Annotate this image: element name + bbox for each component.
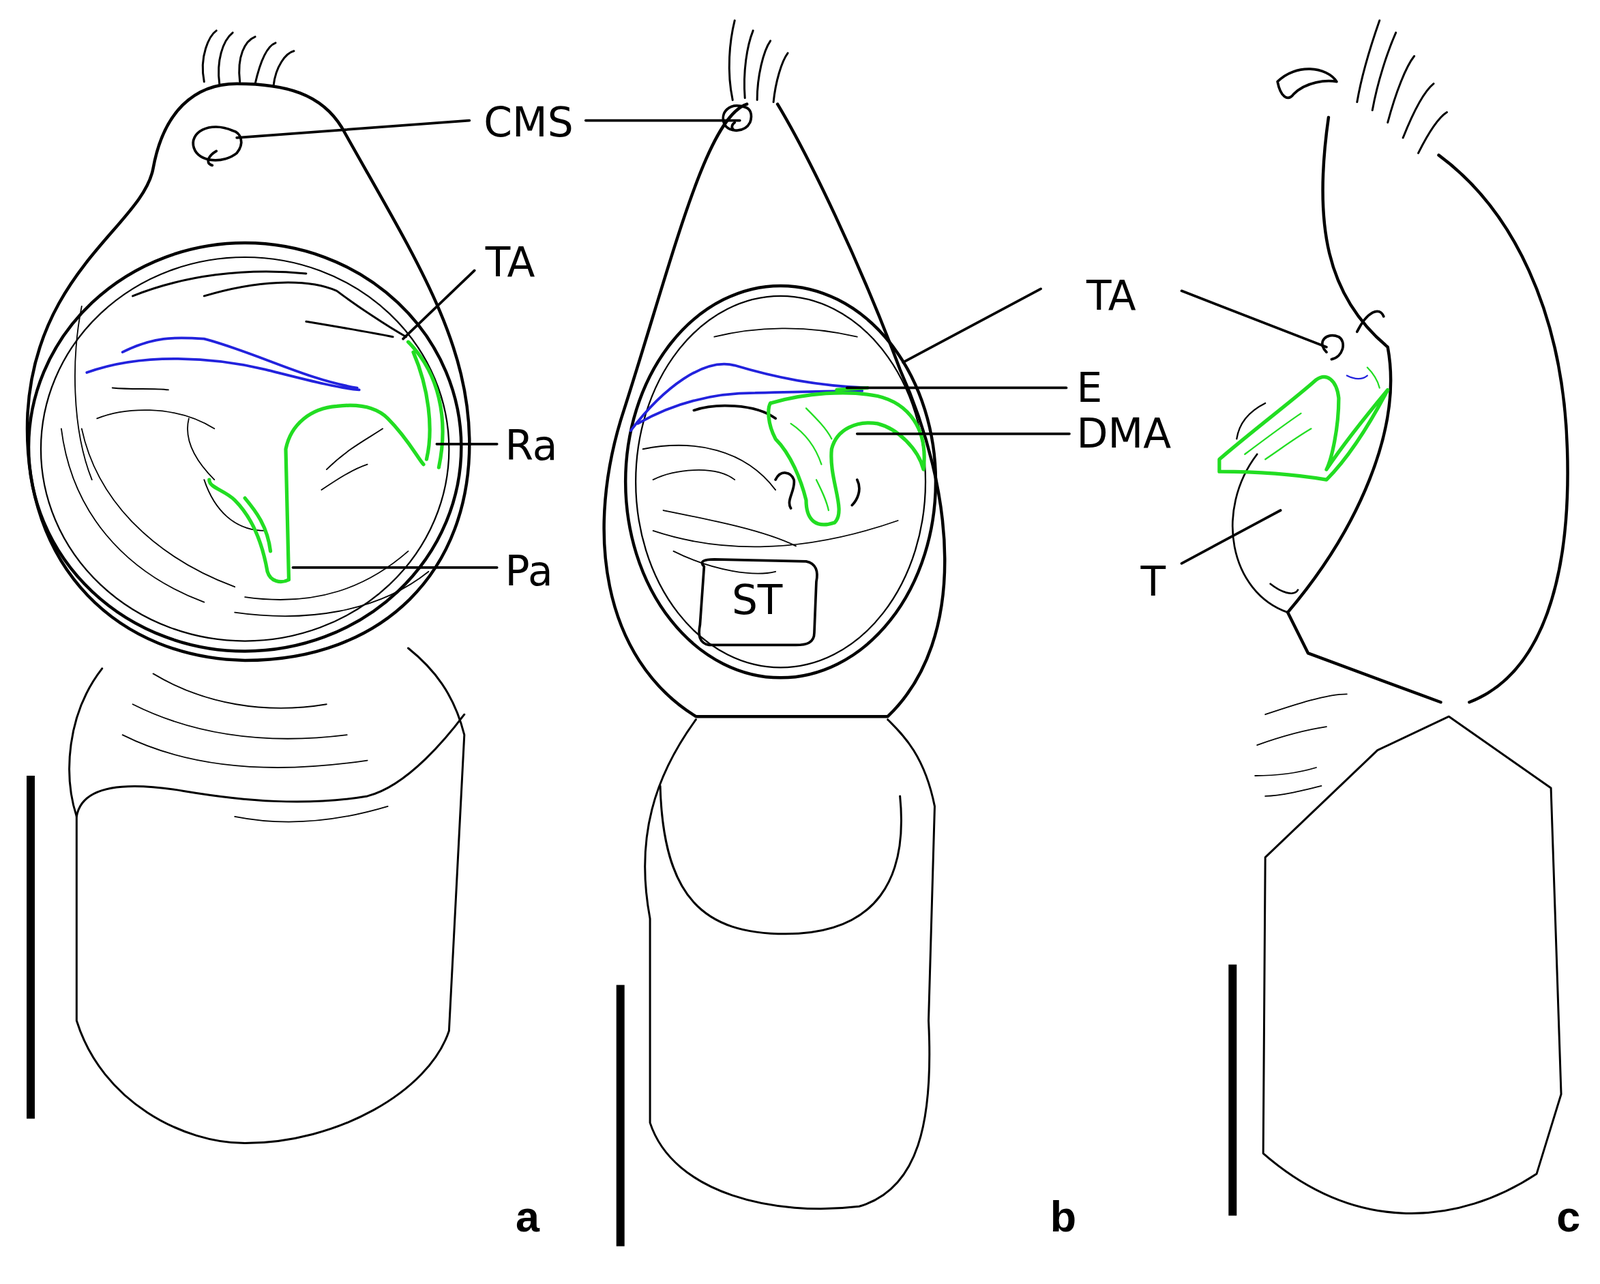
drawing-stroke [292, 566, 497, 569]
part-label: ST [731, 579, 783, 621]
panel-letter: b [1050, 1194, 1077, 1238]
drawing-stroke [209, 341, 443, 582]
part-label: CMS [483, 102, 573, 144]
drawing-stroke [1287, 117, 1441, 702]
palp-prolateral [1219, 20, 1568, 1216]
drawing-stroke [86, 337, 359, 390]
drawing-stroke [1322, 310, 1384, 359]
panel-letter: a [515, 1194, 540, 1238]
drawing-stroke [625, 285, 936, 678]
drawing-stroke [1244, 367, 1380, 460]
drawing-stroke [40, 257, 449, 642]
drawing-stroke [28, 242, 462, 651]
drawing-stroke [791, 407, 833, 511]
drawing-stroke [1263, 716, 1562, 1213]
drawing-stroke [768, 387, 925, 524]
drawing-stroke [699, 559, 818, 646]
drawing-stroke [1439, 154, 1568, 702]
drawing-stroke [26, 775, 35, 1119]
drawing-stroke [722, 105, 751, 131]
part-label: Pa [505, 551, 554, 592]
drawing-stroke [202, 30, 294, 86]
drawing-stroke [1254, 693, 1347, 796]
drawing-stroke [857, 432, 1070, 436]
drawing-stroke [1232, 454, 1298, 613]
drawing-stroke [193, 126, 242, 166]
drawing-stroke [585, 119, 740, 123]
drawing-stroke [643, 328, 899, 573]
part-label: DMA [1076, 413, 1172, 455]
drawing-stroke [1228, 964, 1237, 1216]
drawing-stroke [403, 270, 475, 339]
drawing-stroke [76, 714, 464, 817]
part-label: Ra [505, 425, 558, 467]
palp-retrolateral [604, 20, 946, 1247]
drawing-stroke [236, 120, 470, 138]
drawing-stroke [616, 984, 625, 1247]
drawing-stroke [61, 306, 429, 616]
drawing-stroke [1346, 375, 1368, 379]
drawing-stroke [122, 673, 389, 822]
drawing-stroke [1181, 290, 1327, 347]
part-label: TA [1086, 275, 1137, 317]
drawing-stroke [1181, 510, 1281, 564]
panel-letter: c [1556, 1194, 1581, 1238]
drawing-stroke [847, 386, 1067, 390]
drawing-stroke [1219, 377, 1388, 481]
part-label: T [1140, 561, 1166, 603]
drawing-stroke [27, 83, 470, 661]
part-label: TA [485, 242, 536, 284]
part-label: E [1076, 367, 1103, 409]
drawing-stroke [729, 20, 788, 103]
drawing-stroke [660, 785, 901, 934]
drawing-stroke [132, 271, 407, 337]
drawing-stroke [635, 295, 926, 668]
leader-lines [236, 120, 1327, 568]
drawing-stroke [69, 647, 465, 1144]
drawing-stroke [902, 288, 1041, 363]
drawing-stroke [436, 442, 497, 446]
palp-ventral [26, 30, 470, 1144]
drawing-stroke [604, 104, 946, 717]
drawing-stroke [1357, 20, 1448, 153]
drawing-stroke [1236, 403, 1266, 439]
drawing-stroke [693, 405, 859, 509]
drawing-stroke [645, 719, 936, 1209]
drawing-stroke [630, 364, 868, 432]
drawing-stroke [1277, 68, 1337, 98]
